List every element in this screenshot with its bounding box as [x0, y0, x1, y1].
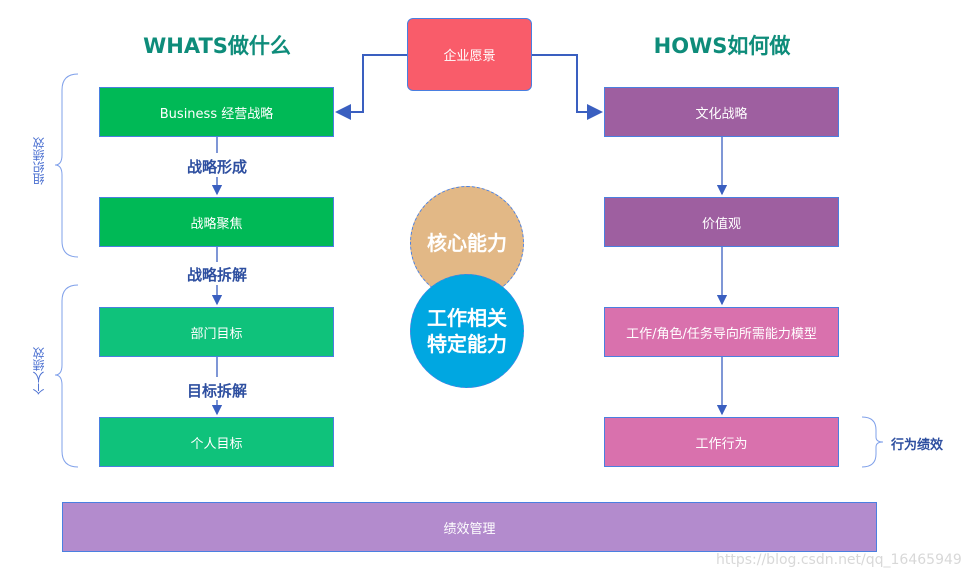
personal-performance-label: 个人绩效 [32, 347, 46, 395]
strategy-formation-label: 战略形成 [186, 158, 247, 176]
org-performance-label: 组织绩效 [32, 137, 46, 185]
whats-title: WHATS做什么 [143, 34, 291, 58]
performance-management-bar: 绩效管理 [62, 502, 877, 552]
org-bracket [54, 73, 79, 258]
competency-model-box: 工作/角色/任务导向所需能力模型 [604, 307, 839, 357]
culture-strategy-box: 文化战略 [604, 87, 839, 137]
business-strategy-box: Business 经营战略 [99, 87, 334, 137]
department-goal-box: 部门目标 [99, 307, 334, 357]
core-competency-label: 核心能力 [427, 231, 507, 255]
work-behavior-box: 工作行为 [604, 417, 839, 467]
vision-box: 企业愿景 [407, 18, 532, 91]
arrow-vision-to-business [335, 54, 407, 120]
goal-decomposition-label: 目标拆解 [186, 382, 247, 400]
job-competency-line2: 特定能力 [427, 332, 507, 356]
values-box: 价值观 [604, 197, 839, 247]
hows-title: HOWS如何做 [653, 34, 791, 58]
arrow-vision-to-culture [532, 54, 603, 120]
job-competency-circle: 工作相关特定能力 [410, 274, 524, 388]
personal-goal-box: 个人目标 [99, 417, 334, 467]
strategy-decomposition-label: 战略拆解 [186, 266, 247, 284]
watermark: https://blog.csdn.net/qq_16465949 [716, 552, 962, 568]
personal-bracket [54, 284, 79, 468]
behavior-bracket [861, 416, 884, 468]
behavior-performance-label: 行为绩效 [891, 438, 944, 453]
strategy-focus-box: 战略聚焦 [99, 197, 334, 247]
job-competency-line1: 工作相关 [427, 306, 507, 330]
